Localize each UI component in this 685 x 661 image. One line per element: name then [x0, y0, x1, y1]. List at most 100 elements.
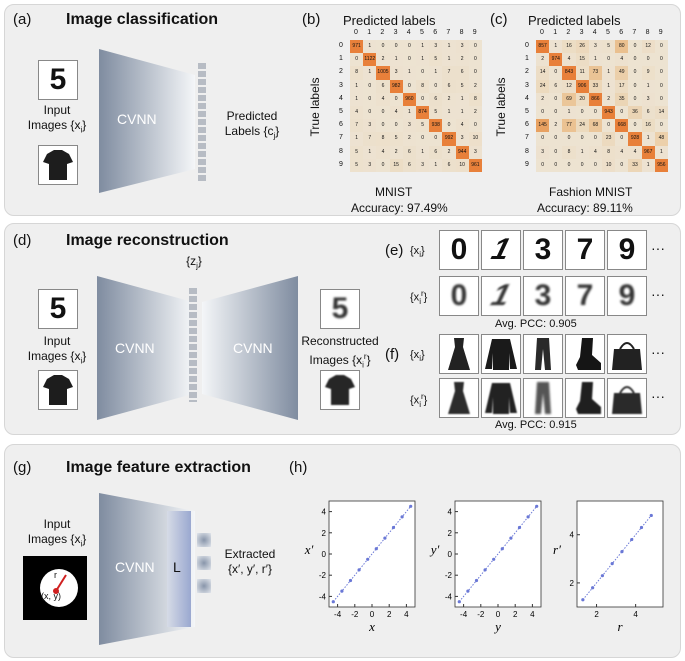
- f-row1-sub: i: [419, 354, 421, 364]
- heatmap-cell: 8: [562, 145, 576, 159]
- x-tick-label: 0: [496, 610, 501, 619]
- heatmap-col-tick: 6: [619, 29, 624, 36]
- heatmap-cell: 0: [468, 119, 482, 133]
- heatmap-cell: 33: [628, 158, 642, 172]
- heatmap-cell: 0: [575, 158, 589, 172]
- heatmap-cell: 3: [468, 145, 482, 159]
- heatmap-cell: 0: [654, 119, 668, 133]
- heatmap-cell: 1: [602, 79, 616, 93]
- e-recon-digit: 7: [565, 276, 605, 316]
- heatmap-col-tick: 0: [354, 29, 358, 36]
- heatmap-cell: 928: [628, 132, 642, 146]
- recon-output-line-2: Images {xir}: [295, 349, 385, 372]
- input-digit-image: 5: [38, 60, 78, 100]
- heatmap-cell: 4: [376, 92, 390, 106]
- heatmap-cell: 3: [536, 145, 550, 159]
- heatmap-cell: 7: [363, 132, 377, 146]
- digit-glyph: 1: [485, 233, 518, 266]
- e-row2-label: {xir}: [410, 289, 427, 306]
- panel-label-h: (h): [289, 459, 308, 476]
- feature-input-line-2: Images {xi}: [13, 532, 101, 551]
- f-original-dress: [439, 334, 479, 374]
- heatmap-cell: 9: [641, 66, 655, 80]
- heatmap-cell: 0: [389, 119, 403, 133]
- f-recon-boot: [565, 378, 605, 418]
- y-tick-label: 2: [448, 529, 453, 538]
- heatmap-cell: 4: [350, 106, 364, 120]
- heatmap-cell: 0: [615, 132, 629, 146]
- heatmap-cell: 960: [402, 92, 416, 106]
- heatmap-cell: 49: [615, 66, 629, 80]
- extracted-line-2: {x′, y′, r′}: [227, 562, 273, 576]
- heatmap-col-tick: 1: [367, 29, 372, 36]
- heatmap-cell: 6: [455, 66, 469, 80]
- heatmap-cell: 1: [350, 79, 364, 93]
- heatmap-cell: 0: [588, 132, 602, 146]
- heatmap-cell: 857: [536, 40, 550, 54]
- heatmap-cell: 4: [615, 145, 629, 159]
- y-tick-label: -4: [445, 592, 453, 601]
- heatmap-cell: 0: [536, 132, 550, 146]
- circle-input-image: r (x, y): [23, 556, 87, 620]
- center-label: (x, y): [41, 591, 61, 601]
- heatmap-cell: 8: [602, 145, 616, 159]
- f-row2-text: {x: [410, 394, 420, 407]
- heatmap-cell: 3: [363, 119, 377, 133]
- heatmap-cell: 874: [416, 106, 430, 120]
- x-axis-label: x: [368, 619, 375, 634]
- e-row1-label: {xi}: [410, 245, 425, 259]
- recon-output-text: Images {x: [309, 353, 363, 367]
- y-tick-label: 4: [448, 508, 453, 517]
- heatmap-cell: 974: [549, 53, 563, 67]
- heatmap-cell: 6: [402, 158, 416, 172]
- heatmap-row-tick: 2: [339, 68, 343, 76]
- heatmap-cell: 2: [549, 119, 563, 133]
- latent-node-column: [189, 288, 197, 402]
- heatmap-cell: 77: [562, 119, 576, 133]
- input-label-line-2: Images {xi}: [13, 118, 101, 137]
- heatmap-cell: 971: [350, 40, 364, 54]
- panel-label-f: (f): [385, 346, 400, 363]
- cvnn-label-a: CVNN: [117, 111, 157, 127]
- heatmap-cell: 17: [615, 79, 629, 93]
- heatmap-cell: 0: [628, 53, 642, 67]
- heatmap-cell: 0: [562, 158, 576, 172]
- heatmap-cell: 6: [442, 158, 456, 172]
- heatmap-col-tick: 3: [579, 29, 584, 36]
- dress-icon: [448, 382, 470, 414]
- f-recon-dress: [439, 378, 479, 418]
- heatmap-cell: 1: [455, 106, 469, 120]
- e-recon-digit: 0: [439, 276, 479, 316]
- heatmap-cell: 24: [575, 119, 589, 133]
- latent-label: {zj}: [177, 254, 211, 273]
- e-original-digit: 9: [607, 230, 647, 270]
- x-tick-label: 2: [513, 610, 518, 619]
- scatter-frame: [576, 500, 664, 608]
- heatmap-cell: 3: [389, 66, 403, 80]
- heatmap-cell: 6: [376, 79, 390, 93]
- heatmap-cell: 2: [536, 53, 550, 67]
- y-axis-label: x′: [304, 542, 314, 557]
- heatmap-col-tick: 2: [566, 29, 571, 36]
- heatmap-cell: 1005: [376, 66, 390, 80]
- heatmap-cell: 1: [575, 145, 589, 159]
- heatmap-cell: 0: [468, 40, 482, 54]
- e-row1-sub: i: [419, 250, 421, 260]
- heatmap-cell: 8: [376, 132, 390, 146]
- f-recon-trousers: [523, 378, 563, 418]
- heatmap-cell: 68: [588, 119, 602, 133]
- heatmap-cell: 4: [628, 145, 642, 159]
- feature-cvnn-label: CVNN: [115, 559, 155, 575]
- heatmap-cell: 16: [641, 119, 655, 133]
- classification-panel: (a) Image classification 5 Input Images …: [4, 4, 681, 216]
- heatmap-cell: 6: [549, 79, 563, 93]
- digit-glyph: 0: [450, 279, 468, 312]
- heatmap-cell: 80: [615, 40, 629, 54]
- heatmap-cell: 15: [575, 53, 589, 67]
- heatmap-cell: 0: [628, 92, 642, 106]
- f-row1-label: {xi}: [410, 349, 425, 363]
- heatmap-cell: 0: [416, 92, 430, 106]
- heatmap-cell: 0: [562, 132, 576, 146]
